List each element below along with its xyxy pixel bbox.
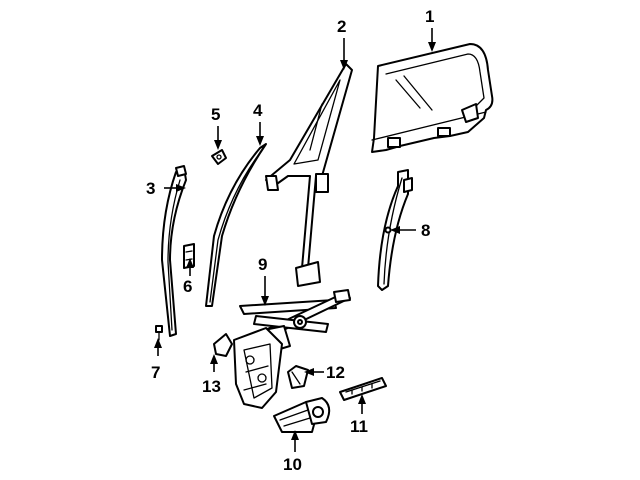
run-channel-front xyxy=(161,165,187,337)
callout-3: 3 xyxy=(146,179,186,198)
callout-9: 9 xyxy=(258,255,269,306)
window-motor xyxy=(273,397,331,433)
callout-label-9: 9 xyxy=(258,255,267,274)
regulator-pad xyxy=(213,333,233,357)
bumper xyxy=(287,365,309,389)
callout-label-7: 7 xyxy=(151,363,160,382)
screw xyxy=(155,325,163,341)
callout-label-10: 10 xyxy=(283,455,302,474)
callout-11: 11 xyxy=(350,394,368,436)
callout-label-2: 2 xyxy=(337,17,346,36)
callout-1: 1 xyxy=(425,7,436,52)
callout-label-3: 3 xyxy=(146,179,155,198)
door-glass xyxy=(371,43,494,153)
callout-13: 13 xyxy=(202,354,221,396)
callout-7: 7 xyxy=(151,338,162,382)
regulator-bracket xyxy=(233,327,283,409)
callout-label-5: 5 xyxy=(211,105,220,124)
clip xyxy=(211,149,227,165)
glass-channel xyxy=(339,377,387,401)
vent-window-assembly xyxy=(265,63,353,287)
callout-label-6: 6 xyxy=(183,277,192,296)
callout-10: 10 xyxy=(283,430,302,474)
callout-label-11: 11 xyxy=(350,417,368,436)
callout-label-12: 12 xyxy=(326,363,345,382)
callout-label-4: 4 xyxy=(253,101,263,120)
callout-4: 4 xyxy=(253,101,264,146)
callout-2: 2 xyxy=(337,17,348,70)
callout-6: 6 xyxy=(183,258,194,296)
callout-label-13: 13 xyxy=(202,377,221,396)
callout-5: 5 xyxy=(211,105,222,150)
callout-label-8: 8 xyxy=(421,221,430,240)
retainer xyxy=(183,243,195,269)
callout-label-1: 1 xyxy=(425,7,434,26)
callout-8: 8 xyxy=(390,221,430,240)
weatherstrip xyxy=(205,143,267,307)
callout-12: 12 xyxy=(304,363,345,382)
